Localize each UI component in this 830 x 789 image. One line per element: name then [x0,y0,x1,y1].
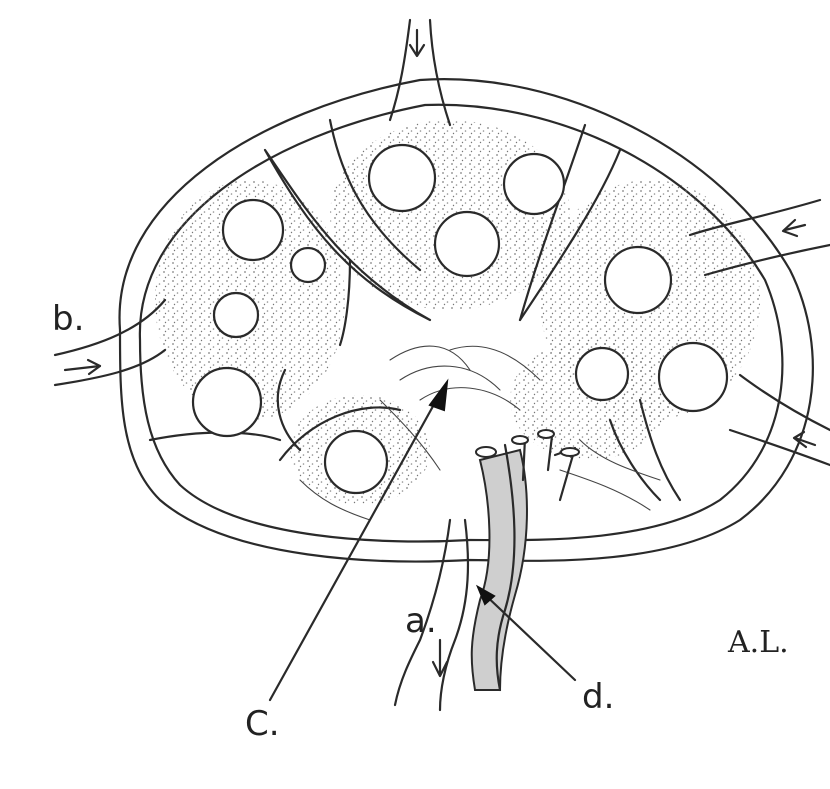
follicle [504,154,564,214]
follicle [605,247,671,313]
follicle [214,293,258,337]
label-d: d. [582,677,614,717]
follicle [369,145,435,211]
follicle [325,431,387,493]
artist-signature: A.L. [727,625,789,660]
label-b: b. [52,299,84,339]
follicle [223,200,283,260]
label-a: a. [405,601,437,641]
label-c: C. [245,704,280,744]
follicle [291,248,325,282]
follicle [193,368,261,436]
follicle [435,212,499,276]
follicle [659,343,727,411]
follicle [576,348,628,400]
